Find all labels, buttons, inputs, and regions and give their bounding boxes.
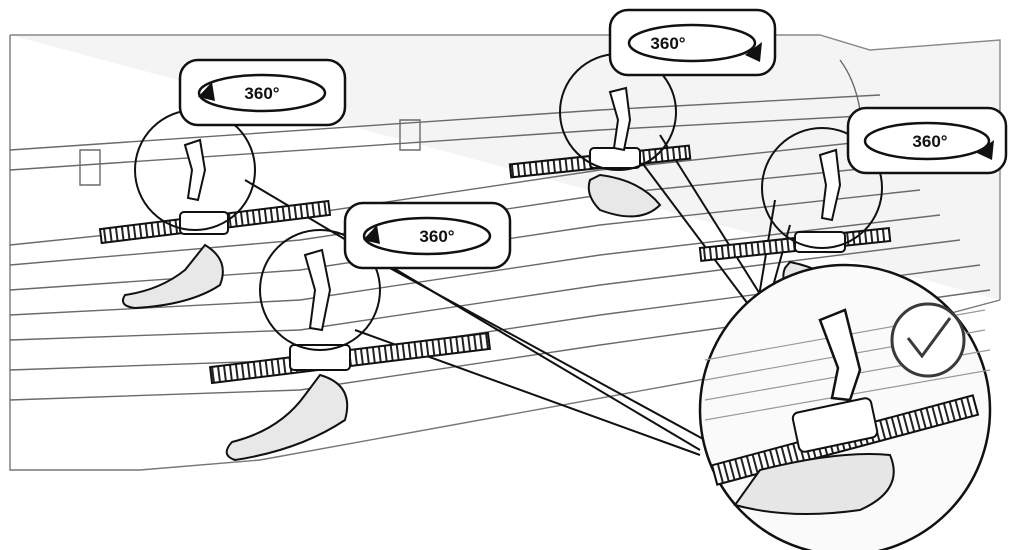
rotation-label-text: 360° xyxy=(244,84,279,103)
rotation-label-text: 360° xyxy=(912,132,947,151)
rotation-label-3: 360° xyxy=(345,203,510,268)
mount-clamp xyxy=(290,345,350,370)
mount-lever xyxy=(305,250,330,330)
rotation-label-1: 360° xyxy=(180,60,345,125)
mount-clamp xyxy=(590,148,640,168)
mount-bracket-1 xyxy=(100,110,330,308)
rotation-label-text: 360° xyxy=(419,227,454,246)
mount-lever xyxy=(185,140,205,200)
checkmark-circle-icon xyxy=(892,304,964,376)
rotation-label-4: 360° xyxy=(848,108,1006,173)
mount-clamp xyxy=(180,212,228,234)
rotation-label-text: 360° xyxy=(650,34,685,53)
rotation-label-2: 360° xyxy=(610,10,775,75)
mount-clamp xyxy=(795,232,845,252)
